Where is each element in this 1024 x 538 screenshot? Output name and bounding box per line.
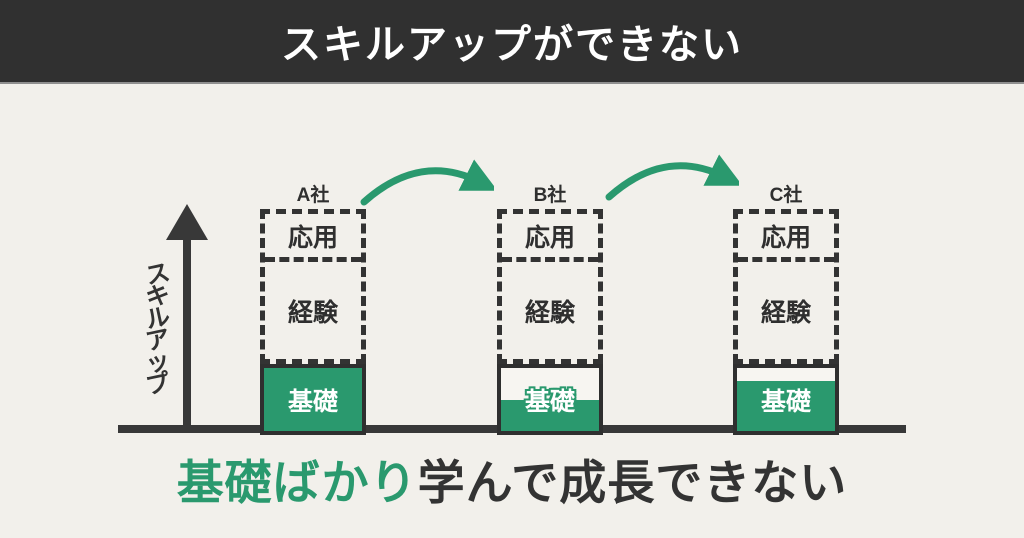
arrow-b-to-c-icon (605, 154, 739, 201)
company-label-c: C社 (769, 185, 803, 206)
dashed-stack-a: 応用 経験 (260, 209, 366, 364)
company-label-a: A社 (296, 185, 330, 206)
kiso-overlay-a: 基礎 (264, 368, 362, 431)
section-kiso-b: 基礎 (497, 364, 603, 435)
section-keiken-c: 経験 (760, 298, 811, 327)
company-label-b: B社 (533, 185, 567, 206)
bar-company-c: C社 応用 経験 基礎 (733, 86, 839, 436)
arrow-a-to-b-icon (360, 159, 494, 206)
kiso-label-a: 基礎 (287, 387, 338, 416)
kiso-overlay-c: 基礎 (737, 368, 835, 431)
header: スキルアップができない (0, 0, 1024, 84)
section-kiso-c: 基礎 (733, 364, 839, 435)
kiso-fill-b (501, 399, 599, 431)
bar-company-a: A社 応用 経験 基礎 (260, 86, 366, 436)
caption-rest: 学んで成長できない (417, 456, 848, 509)
caption: 基礎ばかり学んで成長できない (0, 454, 1024, 512)
dashed-stack-c: 応用 経験 (733, 209, 839, 364)
section-keiken-b: 経験 (524, 298, 575, 327)
section-ouyou-b: 応用 (502, 214, 598, 262)
kiso-label-b: 基礎 (524, 387, 575, 416)
y-axis-arrowhead-icon (166, 204, 208, 240)
kiso-fill-a (264, 368, 362, 431)
section-ouyou-a: 応用 (265, 214, 361, 262)
dashed-stack-b: 応用 経験 (497, 209, 603, 364)
y-axis-line (183, 236, 191, 431)
kiso-label-c: 基礎 (760, 387, 811, 416)
section-keiken-a: 経験 (287, 298, 338, 327)
y-axis-label: スキルアップ (128, 259, 188, 400)
kiso-fill-c (737, 380, 835, 431)
section-ouyou-c: 応用 (738, 214, 834, 262)
caption-highlight: 基礎ばかり (176, 456, 418, 509)
diagram-canvas: スキルアップ A社 応用 経験 基礎 B社 応用 経験 (0, 86, 1024, 538)
page-title: スキルアップができない (281, 23, 743, 67)
kiso-overlay-b: 基礎 (501, 368, 599, 431)
bar-company-b: B社 応用 経験 基礎 (497, 86, 603, 436)
section-kiso-a: 基礎 (260, 364, 366, 435)
